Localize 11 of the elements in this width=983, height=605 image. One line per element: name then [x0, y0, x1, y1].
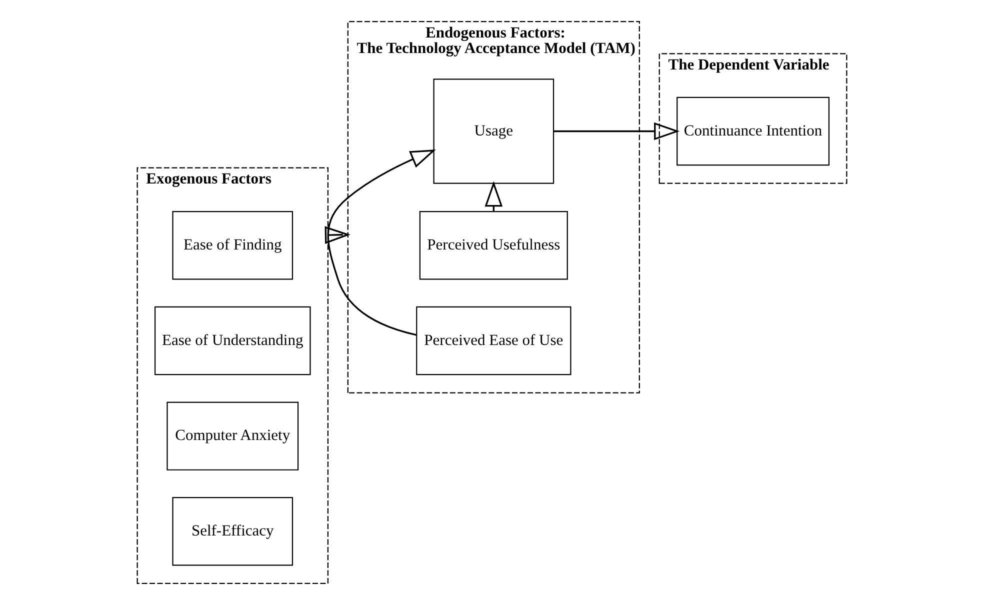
- node-box: Continuance Intention: [676, 96, 830, 166]
- node-box: Computer Anxiety: [166, 402, 298, 470]
- arrow: [324, 226, 350, 244]
- arrow: [326, 150, 436, 336]
- node-box: Ease of Understanding: [154, 306, 310, 376]
- node-box: Perceived Ease of Use: [416, 306, 571, 376]
- arrow: [553, 122, 680, 140]
- node-box: Ease of Finding: [172, 211, 293, 280]
- node-box: Usage: [432, 78, 554, 184]
- node-box: Perceived Usefulness: [418, 211, 568, 280]
- node-box: Self-Efficacy: [172, 497, 293, 566]
